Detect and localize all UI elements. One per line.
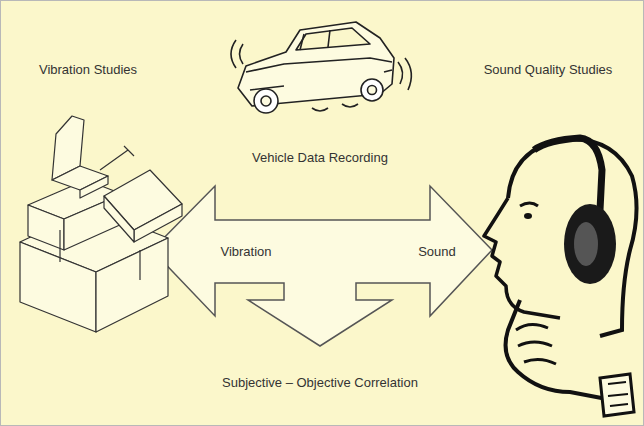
vibration-simulator [20,116,182,332]
car-illustration [231,22,411,113]
bottom-caption: Subjective – Objective Correlation [222,375,418,391]
center-caption: Vehicle Data Recording [252,150,388,166]
arrow-label: Vibration [220,244,271,260]
listener-with-headphones [484,138,637,416]
arrow-label: Sound [418,244,456,260]
side-heading: Sound Quality Studies [484,62,613,78]
side-heading: Vibration Studies [39,62,137,78]
three-way-arrow [152,186,492,346]
